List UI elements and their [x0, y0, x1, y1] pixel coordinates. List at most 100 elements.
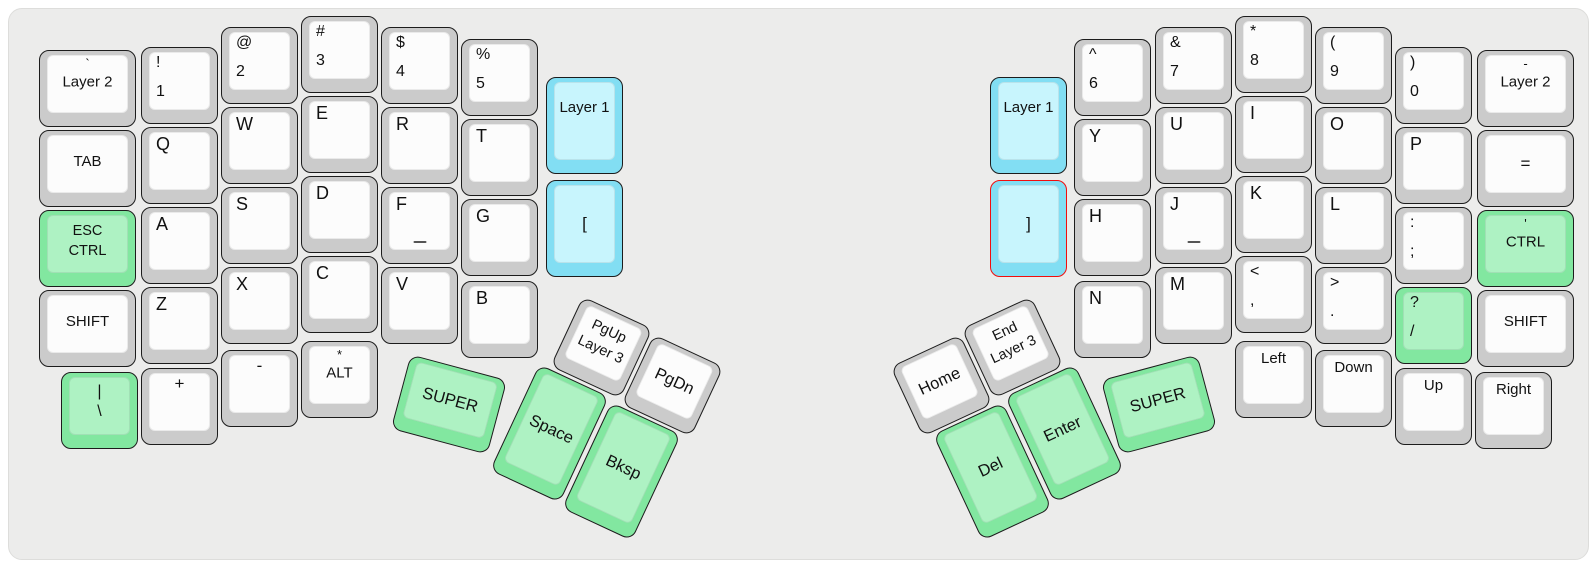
key-arrow-down[interactable]: Down: [1315, 350, 1392, 427]
key-equals[interactable]: =: [1477, 130, 1574, 207]
key-label: ,: [1250, 292, 1255, 309]
key-g[interactable]: G: [461, 199, 538, 276]
keycap-surface: P: [1403, 132, 1464, 190]
key-super-right[interactable]: SUPER: [1100, 354, 1218, 455]
key-6[interactable]: ^6: [1074, 39, 1151, 116]
key-label: PgDn: [652, 364, 698, 398]
key-i[interactable]: I: [1235, 96, 1312, 173]
key-minus-layer2[interactable]: -Layer 2: [1477, 50, 1574, 127]
key-k[interactable]: K: [1235, 176, 1312, 253]
key-3[interactable]: #3: [301, 16, 378, 93]
key-label: Y: [1089, 126, 1102, 146]
key-u[interactable]: U: [1155, 107, 1232, 184]
key-label: F: [396, 194, 407, 214]
key-s[interactable]: S: [221, 187, 298, 264]
key-p[interactable]: P: [1395, 127, 1472, 204]
key-f[interactable]: F: [381, 187, 458, 264]
key-z[interactable]: Z: [141, 287, 218, 364]
key-label: K: [1250, 183, 1263, 203]
key-super-left[interactable]: SUPER: [390, 354, 508, 455]
key-y[interactable]: Y: [1074, 119, 1151, 196]
key-w[interactable]: W: [221, 107, 298, 184]
keycap-surface: PgDn: [634, 342, 715, 421]
key-v[interactable]: V: [381, 267, 458, 344]
key-7[interactable]: &7: [1155, 27, 1232, 104]
key-label: <: [1250, 263, 1260, 280]
keycap-surface: Q: [149, 132, 210, 190]
key-shift-right[interactable]: SHIFT: [1477, 290, 1574, 367]
key-tab[interactable]: TAB: [39, 130, 136, 207]
homing-bar: [1187, 240, 1200, 243]
key-layer1-left[interactable]: Layer 1: [546, 77, 623, 174]
key-semicolon[interactable]: :;: [1395, 207, 1472, 284]
key-1[interactable]: !1: [141, 47, 218, 124]
key-plus[interactable]: +: [141, 368, 218, 445]
keycap-surface: K: [1243, 181, 1304, 239]
key-c[interactable]: C: [301, 256, 378, 333]
keycap-surface: O: [1323, 112, 1384, 170]
key-0[interactable]: )0: [1395, 47, 1472, 124]
key-comma[interactable]: <,: [1235, 256, 1312, 333]
keycap-surface: $4: [389, 32, 450, 90]
keycap-surface: B: [469, 286, 530, 344]
key-h[interactable]: H: [1074, 199, 1151, 276]
key-layer1-right[interactable]: Layer 1: [990, 77, 1067, 174]
key-d[interactable]: D: [301, 176, 378, 253]
keycap-surface: ^6: [1082, 44, 1143, 102]
key-label: 4: [396, 63, 405, 80]
key-period[interactable]: >.: [1315, 267, 1392, 344]
key-label: 6: [1089, 75, 1098, 92]
key-label: 5: [476, 75, 485, 92]
key-pipe-backslash[interactable]: |\: [61, 372, 138, 449]
keycap-surface: V: [389, 272, 450, 330]
key-star-alt[interactable]: *ALT: [301, 341, 378, 418]
key-label: &: [1170, 34, 1181, 51]
key-quote-ctrl[interactable]: 'CTRL: [1477, 210, 1574, 287]
key-o[interactable]: O: [1315, 107, 1392, 184]
key-label: O: [1330, 114, 1345, 134]
key-arrow-up[interactable]: Up: [1395, 368, 1472, 445]
keycap-surface: =: [1485, 135, 1566, 193]
key-e[interactable]: E: [301, 96, 378, 173]
key-slash[interactable]: ?/: [1395, 287, 1472, 364]
key-label: S: [236, 194, 249, 214]
key-b[interactable]: B: [461, 281, 538, 358]
keycap-surface: Z: [149, 292, 210, 350]
key-label: :: [1410, 214, 1415, 231]
key-a[interactable]: A: [141, 207, 218, 284]
key-minus-left[interactable]: -: [221, 350, 298, 427]
key-4[interactable]: $4: [381, 27, 458, 104]
key-arrow-left[interactable]: Left: [1235, 341, 1312, 418]
keycap-surface: %5: [469, 44, 530, 102]
key-j[interactable]: J: [1155, 187, 1232, 264]
keycap-surface: W: [229, 112, 290, 170]
key-l[interactable]: L: [1315, 187, 1392, 264]
keycap-surface: :;: [1403, 212, 1464, 270]
key-8[interactable]: *8: [1235, 16, 1312, 93]
key-grave-layer2[interactable]: `Layer 2: [39, 50, 136, 127]
key-label: ESC: [72, 222, 103, 239]
key-label: Layer 2: [1500, 73, 1551, 91]
keycap-surface: U: [1163, 112, 1224, 170]
key-label: $: [396, 34, 405, 51]
key-label: Layer 2: [62, 73, 113, 91]
key-rbracket[interactable]: ]: [990, 180, 1067, 277]
key-q[interactable]: Q: [141, 127, 218, 204]
key-x[interactable]: X: [221, 267, 298, 344]
key-9[interactable]: (9: [1315, 27, 1392, 104]
key-arrow-right[interactable]: Right: [1475, 372, 1552, 449]
key-label: Bksp: [603, 451, 645, 483]
key-2[interactable]: @2: [221, 27, 298, 104]
key-n[interactable]: N: [1074, 281, 1151, 358]
key-label: Down: [1334, 359, 1373, 376]
key-shift-left[interactable]: SHIFT: [39, 290, 136, 367]
key-5[interactable]: %5: [461, 39, 538, 116]
key-lbracket[interactable]: [: [546, 180, 623, 277]
keycap-surface: Layer 1: [554, 82, 615, 160]
key-t[interactable]: T: [461, 119, 538, 196]
key-r[interactable]: R: [381, 107, 458, 184]
key-m[interactable]: M: [1155, 267, 1232, 344]
